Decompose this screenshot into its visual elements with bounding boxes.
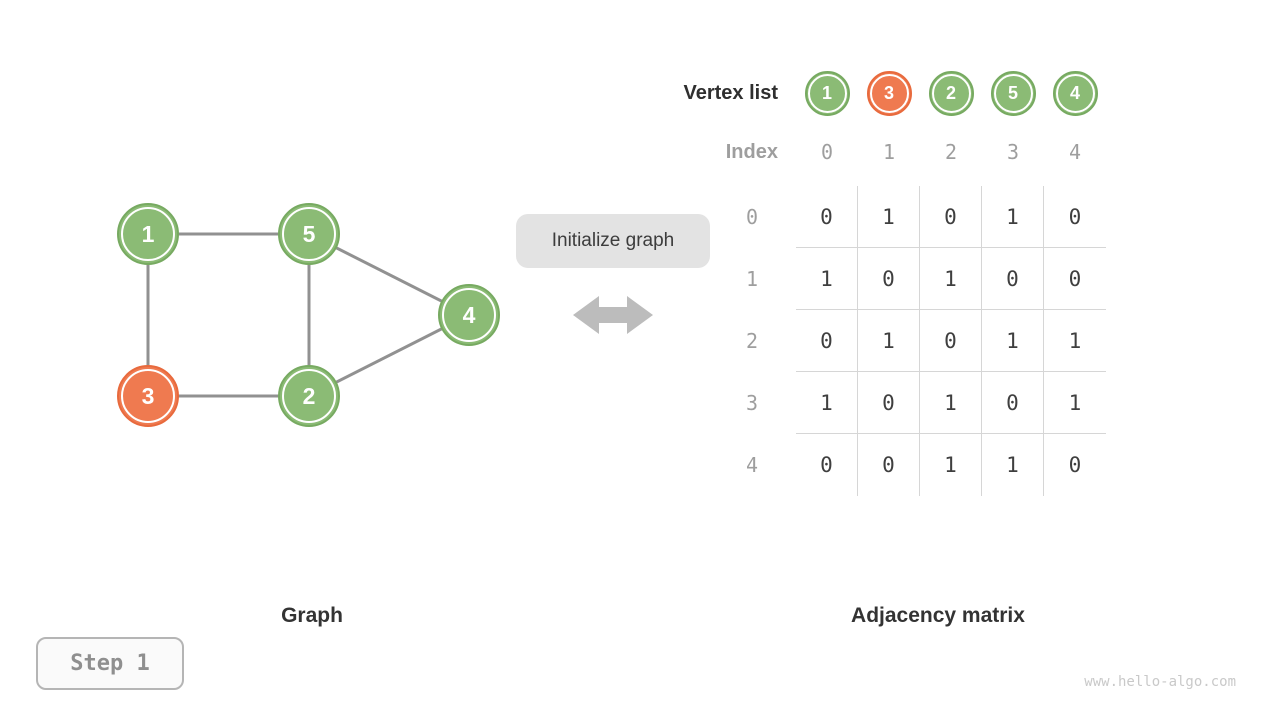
matrix-cell-1-1: 0 — [858, 248, 920, 310]
vertex-circle-4: 4 — [1052, 71, 1098, 116]
graph-caption: Graph — [281, 604, 343, 627]
matrix-cell-3-0: 1 — [796, 372, 858, 434]
step-badge: Step 1 — [36, 637, 184, 690]
matrix-cell-0-0: 0 — [796, 186, 858, 248]
index-cell-2: 2 — [944, 140, 958, 164]
matrix-row-label-2: 2 — [745, 329, 759, 353]
matrix-cell-2-2: 0 — [920, 310, 982, 372]
vertex-circle-5: 5 — [990, 71, 1036, 116]
vertex-list-cell: 4 — [1044, 71, 1106, 116]
matrix-cell-3-4: 1 — [1044, 372, 1106, 434]
watermark-text: www.hello-algo.com — [1084, 674, 1236, 690]
index-cell-0: 0 — [820, 140, 834, 164]
graph-node-1: 1 — [117, 203, 179, 265]
matrix-cell-4-0: 0 — [796, 434, 858, 496]
matrix-cell-0-1: 1 — [858, 186, 920, 248]
graph-node-2: 2 — [278, 365, 340, 427]
matrix-cell-3-3: 0 — [982, 372, 1044, 434]
matrix-cell-3-1: 0 — [858, 372, 920, 434]
matrix-cell-3-2: 1 — [920, 372, 982, 434]
index-cell-3: 3 — [1006, 140, 1020, 164]
vertex-list-label: Vertex list — [683, 82, 778, 104]
graph-node-5: 5 — [278, 203, 340, 265]
index-label: Index — [725, 141, 778, 163]
matrix-caption: Adjacency matrix — [851, 604, 1025, 627]
vertex-list-cell: 5 — [982, 71, 1044, 116]
graph-node-4: 4 — [438, 284, 500, 346]
matrix-row-label-0: 0 — [745, 205, 759, 229]
vertex-list-cell: 1 — [796, 71, 858, 116]
matrix-cell-0-2: 0 — [920, 186, 982, 248]
matrix-row-label-3: 3 — [745, 391, 759, 415]
double-arrow-shape — [573, 296, 653, 334]
matrix-cell-4-4: 0 — [1068, 453, 1082, 477]
matrix-cell-0-4: 0 — [1044, 186, 1106, 248]
matrix-cell-2-4: 1 — [1044, 310, 1106, 372]
matrix-cell-1-3: 0 — [982, 248, 1044, 310]
matrix-cell-1-0: 1 — [796, 248, 858, 310]
index-cell-1: 1 — [882, 140, 896, 164]
graph-node-3: 3 — [117, 365, 179, 427]
double-arrow-icon — [573, 296, 653, 334]
vertex-list-cell: 2 — [920, 71, 982, 116]
matrix-row-label-4: 4 — [745, 453, 759, 477]
matrix-cell-2-1: 1 — [858, 310, 920, 372]
vertex-circle-3: 3 — [866, 71, 912, 116]
vertex-list-cell: 3 — [858, 71, 920, 116]
matrix-cell-4-2: 1 — [920, 434, 982, 496]
matrix-cell-4-3: 1 — [982, 434, 1044, 496]
index-cell-4: 4 — [1068, 140, 1082, 164]
matrix-cell-2-3: 1 — [982, 310, 1044, 372]
matrix-row-labels: 0 1 2 3 4 — [722, 186, 782, 496]
transition-label: Initialize graph — [516, 214, 710, 268]
index-row: 0 1 2 3 4 — [796, 132, 1106, 172]
vertex-circle-1: 1 — [804, 71, 850, 116]
matrix-cell-1-4: 0 — [1044, 248, 1106, 310]
matrix-cell-0-3: 1 — [982, 186, 1044, 248]
matrix-cell-1-2: 1 — [920, 248, 982, 310]
vertex-circle-2: 2 — [928, 71, 974, 116]
matrix-row-label-1: 1 — [745, 267, 759, 291]
matrix-cell-4-1: 0 — [858, 434, 920, 496]
matrix-cell-2-0: 0 — [796, 310, 858, 372]
